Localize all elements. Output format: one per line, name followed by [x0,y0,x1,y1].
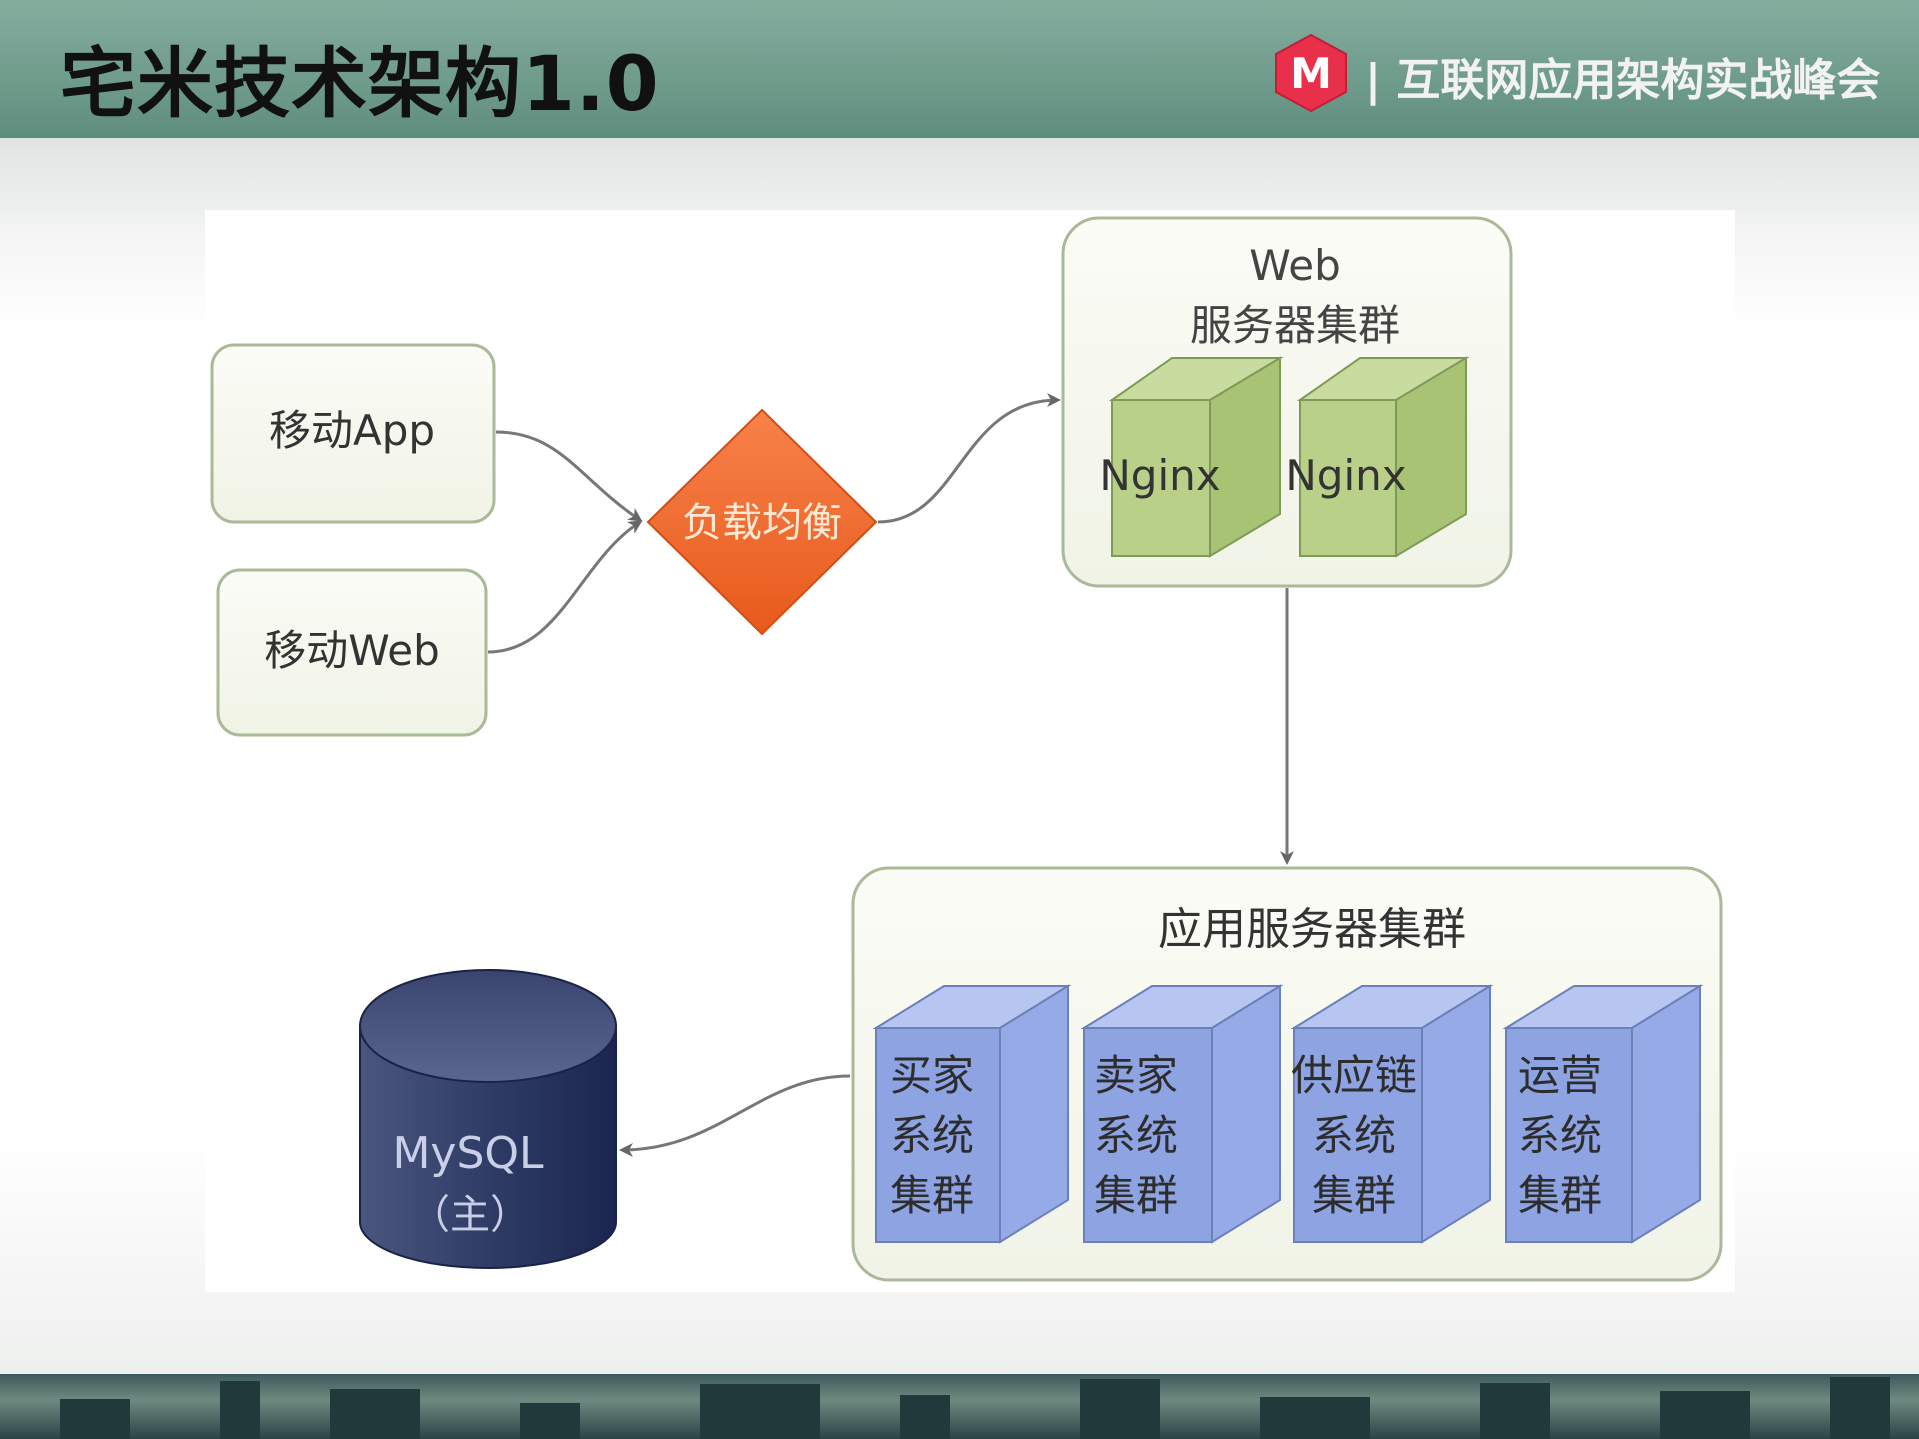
mobile-app-node: 移动App [210,343,496,524]
load-balancer-label: 负载均衡 [682,500,842,546]
seller-line-1: 卖家 [1094,1051,1178,1100]
db-label: MySQL [392,1128,544,1179]
mobile-app-label: 移动App [269,406,435,455]
app-cluster-title: 应用服务器集群 [1158,904,1466,955]
nginx-server-2: Nginx [1285,356,1470,558]
supply-chain-system-cube: 供应链 系统 集群 [1290,984,1494,1244]
slide-header: 宅米技术架构1.0 M | 互联网应用架构实战峰会 [0,0,1919,138]
seller-system-cube: 卖家 系统 集群 [1080,984,1284,1244]
ops-line-1: 运营 [1518,1051,1602,1100]
connector-web-to-balancer [487,520,643,654]
logo-letter: M [1290,49,1332,98]
load-balancer-node: 负载均衡 [646,408,878,636]
ops-line-2: 系统 [1518,1111,1602,1160]
mobile-web-node: 移动Web [216,568,488,737]
supply-line-2: 系统 [1312,1111,1396,1160]
mysql-database-icon: MySQL （主） [359,969,617,1269]
connector-app-to-db [619,1074,851,1157]
buyer-system-cube: 买家 系统 集群 [872,984,1072,1244]
conference-logo-icon: M [1275,33,1347,113]
buyer-line-3: 集群 [890,1171,974,1220]
operations-system-cube: 运营 系统 集群 [1502,984,1704,1244]
slide-title: 宅米技术架构1.0 [60,39,660,128]
supply-line-3: 集群 [1312,1171,1396,1220]
nginx-1-label: Nginx [1099,451,1220,500]
db-role-label: （主） [410,1192,530,1238]
app-cluster-group: 应用服务器集群 [851,866,1723,1282]
connector-balancer-to-web [877,393,1061,524]
web-cluster-title: Web [1249,241,1341,290]
nginx-2-label: Nginx [1285,451,1406,500]
seller-line-2: 系统 [1094,1111,1178,1160]
connector-app-to-balancer [495,430,643,522]
buyer-line-1: 买家 [890,1051,974,1100]
mobile-web-label: 移动Web [264,626,440,675]
conference-name: | 互联网应用架构实战峰会 [1365,55,1881,106]
city-skyline-footer [0,1374,1919,1439]
seller-line-3: 集群 [1094,1171,1178,1220]
nginx-server-1: Nginx [1099,356,1284,558]
ops-line-3: 集群 [1518,1171,1602,1220]
buyer-line-2: 系统 [890,1111,974,1160]
web-cluster-subtitle: 服务器集群 [1190,301,1400,350]
supply-line-1: 供应链 [1291,1051,1417,1100]
